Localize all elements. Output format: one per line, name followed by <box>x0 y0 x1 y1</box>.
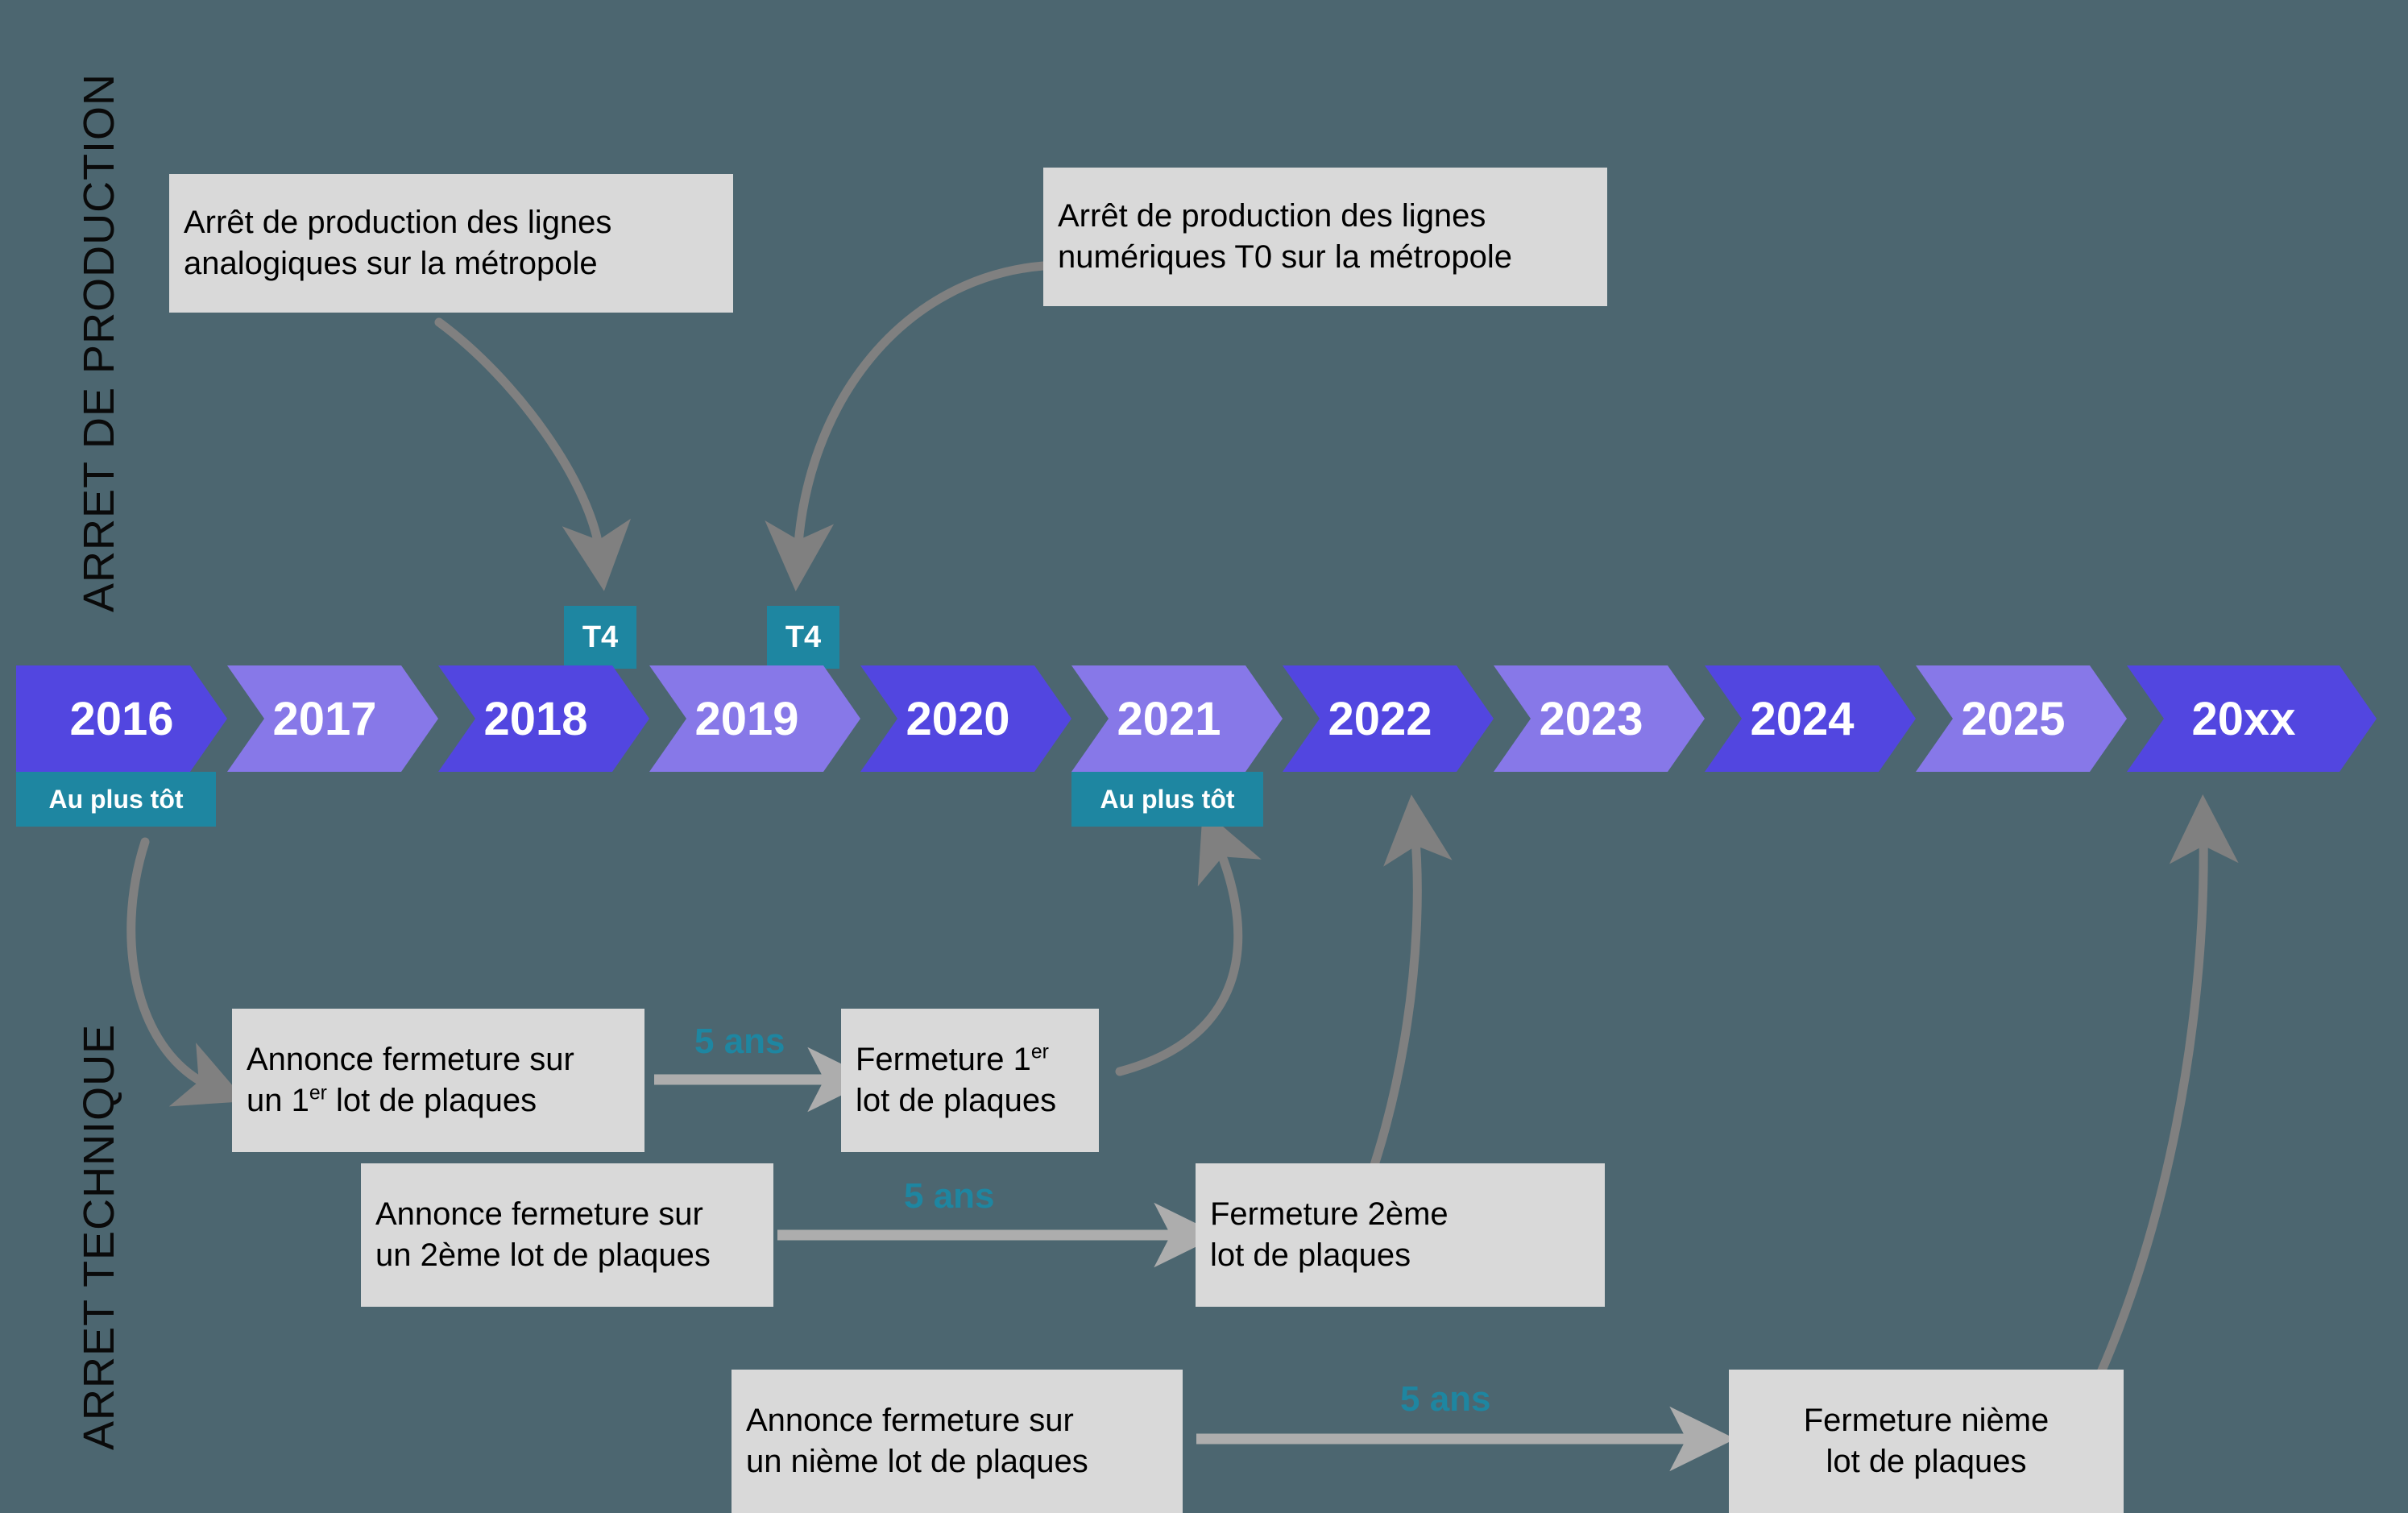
closure-box-lot-2: Fermeture 2ème lot de plaques <box>1196 1163 1605 1307</box>
closure-line-2: lot de plaques <box>1826 1444 2027 1479</box>
announce-line-2: un 1er lot de plaques <box>247 1080 630 1121</box>
closure-ordinal-number: Fermeture 1 <box>856 1041 1031 1077</box>
curved-arrow-2016-to-lot1 <box>126 837 247 1107</box>
closure-line-2: lot de plaques <box>856 1083 1057 1118</box>
announce-line-1: Annonce fermeture sur <box>746 1402 1074 1438</box>
note-line-2: analogiques sur la métropole <box>184 246 598 281</box>
side-label-technique: ARRET TECHNIQUE <box>75 1023 123 1450</box>
badge-au-plus-tot-2016: Au plus tôt <box>16 772 216 827</box>
timeline-item-label: 2022 <box>1328 692 1432 745</box>
timeline-item-20xx[interactable]: 20xx <box>2127 665 2377 772</box>
note-box-numeriques: Arrêt de production des lignes numérique… <box>1043 168 1607 306</box>
announce-line-2: un nième lot de plaques <box>746 1444 1088 1479</box>
closure-ordinal-suffix: er <box>1030 1041 1049 1063</box>
note-line-1: Arrêt de production des lignes <box>184 204 612 240</box>
timeline-item-2021[interactable]: 2021 <box>1071 665 1283 772</box>
note-line-2: numériques T0 sur la métropole <box>1058 239 1512 275</box>
badge-t4-2019: T4 <box>767 606 839 669</box>
timeline-item-label: 2016 <box>69 692 174 745</box>
timeline-item-label: 2019 <box>694 692 799 745</box>
announce-box-lot-n: Annonce fermeture sur un nième lot de pl… <box>732 1370 1183 1513</box>
timeline-item-2022[interactable]: 2022 <box>1283 665 1494 772</box>
timeline-item-2024[interactable]: 2024 <box>1705 665 1916 772</box>
badge-t4-2018: T4 <box>564 606 636 669</box>
timeline-item-label: 2024 <box>1750 692 1855 745</box>
announce-box-lot-2: Annonce fermeture sur un 2ème lot de pla… <box>361 1163 773 1307</box>
announce-ordinal-tail: lot de plaques <box>326 1083 537 1118</box>
timeline-item-2018[interactable]: 2018 <box>438 665 649 772</box>
duration-label-lot-2: 5 ans <box>904 1176 995 1216</box>
announce-line-1: Annonce fermeture sur <box>247 1041 574 1077</box>
curved-arrow-lot1-to-2021 <box>1115 809 1262 1076</box>
badge-au-plus-tot-2021: Au plus tôt <box>1071 772 1263 827</box>
duration-label-lot-n: 5 ans <box>1400 1379 1491 1419</box>
timeline-strip: 2016 2017 2018 2019 2020 2021 2022 2023 … <box>16 665 2393 772</box>
timeline-item-label: 2023 <box>1539 692 1643 745</box>
timeline-item-2016[interactable]: 2016 <box>16 665 227 772</box>
announce-box-lot-1: Annonce fermeture sur un 1er lot de plaq… <box>232 1009 644 1152</box>
note-box-analogiques: Arrêt de production des lignes analogiqu… <box>169 174 733 313</box>
timeline-item-2023[interactable]: 2023 <box>1494 665 1705 772</box>
timeline-item-label: 2020 <box>906 692 1010 745</box>
announce-ordinal-suffix: er <box>309 1082 327 1105</box>
closure-line-1: Fermeture 2ème <box>1210 1196 1449 1232</box>
timeline-item-2025[interactable]: 2025 <box>1916 665 2127 772</box>
closure-box-lot-1: Fermeture 1er lot de plaques <box>841 1009 1099 1152</box>
timeline-item-2017[interactable]: 2017 <box>227 665 438 772</box>
closure-line-1: Fermeture nième <box>1803 1402 2049 1438</box>
timeline-item-label: 2021 <box>1117 692 1221 745</box>
side-label-production: ARRET DE PRODUCTION <box>75 73 123 612</box>
timeline-item-label: 20xx <box>2191 692 2296 745</box>
timeline-item-2019[interactable]: 2019 <box>649 665 860 772</box>
timeline-item-label: 2018 <box>483 692 588 745</box>
closure-line-1: Fermeture 1er <box>856 1039 1084 1080</box>
announce-ordinal-number: un 1 <box>247 1083 309 1118</box>
duration-label-lot-1: 5 ans <box>694 1022 785 1061</box>
announce-line-2: un 2ème lot de plaques <box>375 1237 711 1273</box>
curved-arrow-numeriques <box>765 261 1048 591</box>
note-line-1: Arrêt de production des lignes <box>1058 197 1486 234</box>
announce-line-1: Annonce fermeture sur <box>375 1196 703 1232</box>
timeline-item-label: 2025 <box>1961 692 2066 745</box>
closure-box-lot-n: Fermeture nième lot de plaques <box>1729 1370 2124 1513</box>
closure-line-2: lot de plaques <box>1210 1237 1411 1273</box>
timeline-item-2020[interactable]: 2020 <box>860 665 1071 772</box>
timeline-item-label: 2017 <box>272 692 377 745</box>
curved-arrow-analogiques <box>434 317 631 591</box>
